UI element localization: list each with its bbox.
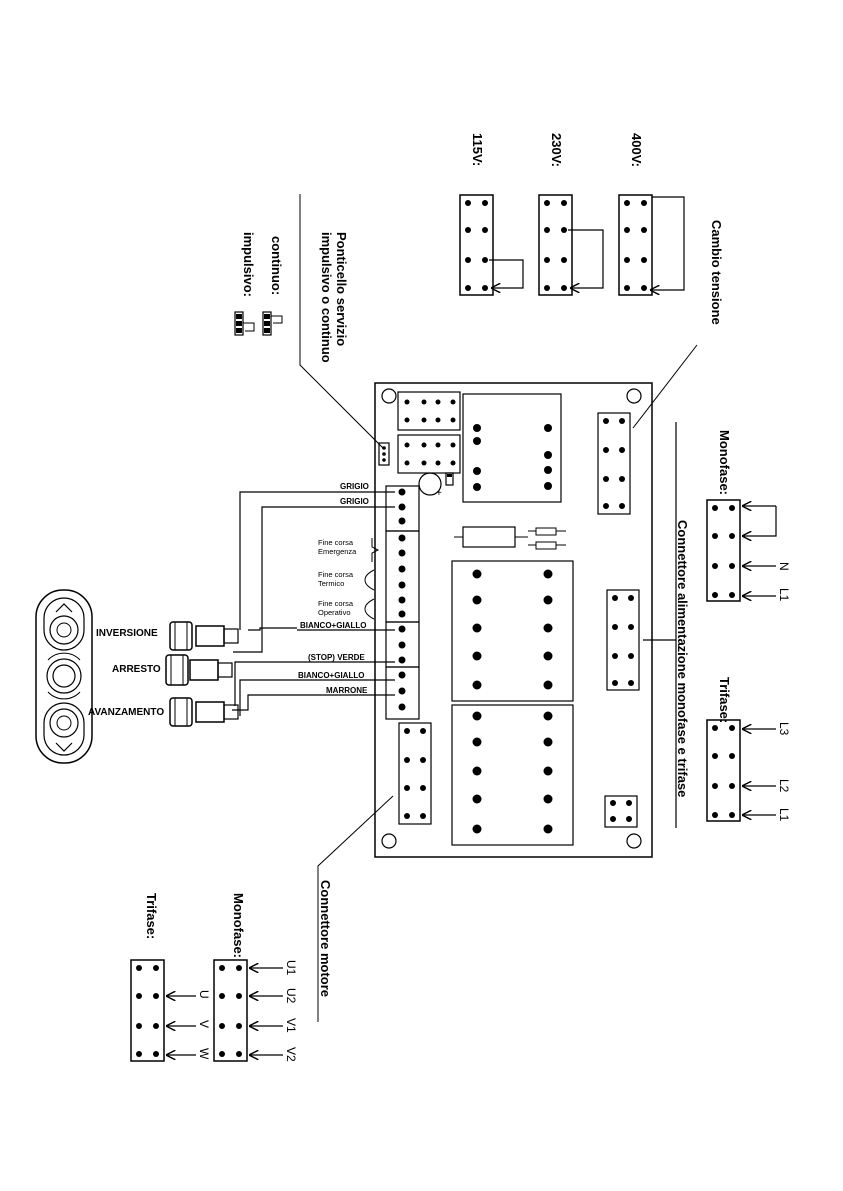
- svg-text:+: +: [436, 488, 442, 499]
- contact-block-inversione: [169, 621, 239, 651]
- power-monofase-block: [706, 499, 741, 602]
- label-inversione: INVERSIONE: [96, 628, 158, 639]
- transformer: [462, 393, 562, 503]
- inversione-button-icon[interactable]: [49, 615, 79, 645]
- power-connector-diagram: Connettore alimentazione monofase e trif…: [643, 422, 791, 828]
- label-400v: 400V:: [629, 133, 644, 167]
- motor-u1-label: U1: [284, 960, 298, 976]
- contact-block-arresto: [165, 654, 233, 686]
- power-connector-title: Connettore alimentazione monofase e trif…: [675, 520, 690, 797]
- terminal-block-400v: [618, 194, 653, 296]
- label-emergenza: Emergenza: [318, 547, 357, 556]
- jumper-title-line2: impulsivo o continuo: [319, 232, 334, 363]
- motor-v2-label: V2: [284, 1047, 298, 1062]
- terminal-strip: [385, 666, 420, 720]
- motor-trifase-label: Trifase:: [144, 893, 159, 939]
- wire-label-grigio: GRIGIO: [340, 497, 369, 506]
- board-connector: [397, 391, 461, 431]
- motor-v1-label: V1: [284, 1018, 298, 1033]
- board-power-connector: [606, 589, 640, 691]
- terminal-block-115v: [459, 194, 494, 296]
- mounting-hole: [626, 388, 642, 404]
- label-termico: Termico: [318, 579, 344, 588]
- terminal-block-230v: [538, 194, 573, 296]
- board-motor-connector: [398, 722, 432, 825]
- wire-label-stop-verde: (STOP) VERDE: [308, 653, 365, 662]
- board-jumper: [378, 442, 390, 466]
- power-mono-n-label: N: [777, 562, 791, 571]
- board-small-connector: [604, 795, 638, 828]
- motor-trifase-block: [130, 959, 165, 1062]
- motor-connector-diagram: Connettore motore Monofase: Trifase: U1 …: [130, 795, 394, 1062]
- resistor: [535, 527, 557, 536]
- avanzamento-button-icon[interactable]: [49, 708, 79, 738]
- capacitor: [418, 472, 442, 496]
- mounting-hole: [381, 833, 397, 849]
- arrow-up-icon: [55, 603, 73, 613]
- label-fine-corsa: Fine corsa: [318, 538, 354, 547]
- label-operativo: Operativo: [318, 608, 351, 617]
- voltage-selector: Cambio tensione 115V: 230V: 400V:: [459, 133, 724, 429]
- wire-label-marrone: MARRONE: [326, 686, 368, 695]
- wire-label-grigio: GRIGIO: [340, 482, 369, 491]
- motor-v-label: V: [197, 1020, 211, 1028]
- wires: GRIGIO GRIGIO Fine corsa Emergenza Fine …: [232, 482, 395, 716]
- board-connector: [397, 434, 461, 474]
- wire-label-bianco-giallo: BIANCO+GIALLO: [300, 621, 366, 630]
- jumper-title-line1: Ponticello servizio: [334, 232, 349, 346]
- relay: [451, 704, 574, 846]
- motor-w-label: W: [197, 1048, 211, 1060]
- voltage-selector-title: Cambio tensione: [709, 220, 724, 325]
- board-voltage-connector: [597, 412, 631, 515]
- power-trifase-block: [706, 719, 741, 822]
- resistor: [462, 526, 516, 548]
- motor-u-label: U: [197, 990, 211, 999]
- jumper-continuo-icon: [262, 311, 272, 336]
- control-board: +: [374, 382, 653, 858]
- power-monofase-label: Monofase:: [717, 430, 732, 495]
- terminal-strip: [385, 530, 420, 623]
- motor-monofase-label: Monofase:: [231, 893, 246, 958]
- mounting-hole: [381, 388, 397, 404]
- resistor: [535, 541, 557, 550]
- arrow-down-icon: [55, 742, 73, 752]
- board-outline: [374, 382, 653, 858]
- motor-connector-title: Connettore motore: [318, 880, 333, 997]
- motor-monofase-block: [213, 959, 248, 1062]
- label-230v: 230V:: [549, 133, 564, 167]
- relay: [451, 560, 574, 702]
- label-fine-corsa: Fine corsa: [318, 570, 354, 579]
- label-fine-corsa: Fine corsa: [318, 599, 354, 608]
- wire-label-bianco-giallo: BIANCO+GIALLO: [298, 671, 364, 680]
- label-115v: 115V:: [470, 133, 485, 166]
- service-jumper: Ponticello servizio impulsivo o continuo…: [234, 194, 384, 449]
- label-avanzamento: AVANZAMENTO: [88, 707, 164, 718]
- motor-u2-label: U2: [284, 988, 298, 1004]
- contact-block-avanzamento: [169, 697, 239, 727]
- jumper-impulsivo-label: impulsivo:: [241, 232, 256, 297]
- power-mono-l1-label: L1: [777, 588, 791, 602]
- power-tri-l2-label: L2: [777, 779, 791, 793]
- pendant-outline: [35, 589, 93, 764]
- mounting-hole: [626, 833, 642, 849]
- label-arresto: ARRESTO: [112, 664, 161, 675]
- power-tri-l1-label: L1: [777, 808, 791, 822]
- diode: [445, 472, 454, 486]
- power-trifase-label: Trifase:: [717, 677, 732, 723]
- arresto-button-icon[interactable]: [46, 658, 82, 694]
- power-tri-l3-label: L3: [777, 722, 791, 736]
- pushbutton-panel: INVERSIONE ARRESTO AVANZAMENTO: [35, 589, 239, 764]
- jumper-continuo-label: continuo:: [269, 236, 284, 295]
